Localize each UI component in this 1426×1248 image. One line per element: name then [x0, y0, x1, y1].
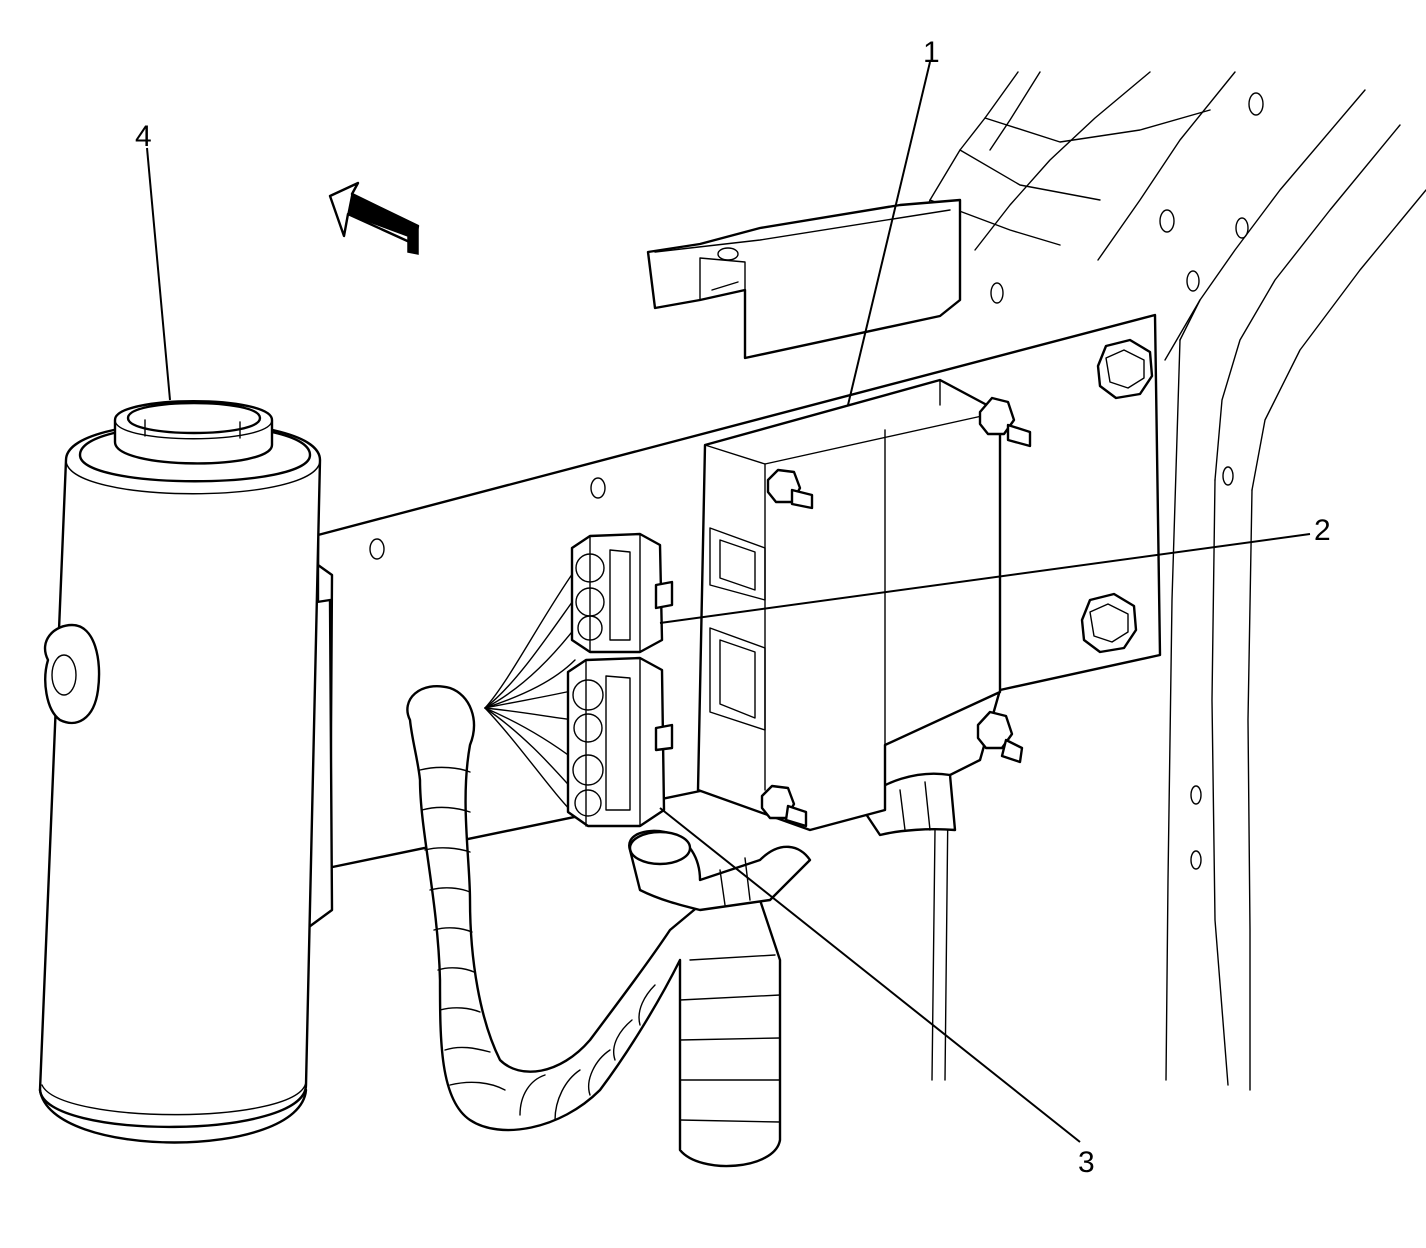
- leader-line-2: [659, 533, 1311, 624]
- module-fastener-4: [760, 784, 808, 828]
- callout-1: 1: [923, 36, 940, 69]
- leader-lines: [146, 61, 1311, 1143]
- callout-3: 3: [1078, 1146, 1095, 1179]
- leader-line-4: [146, 147, 171, 401]
- callout-4: 4: [135, 120, 152, 153]
- module-fastener-1: [766, 468, 814, 510]
- connector-wires: [484, 569, 576, 816]
- leader-line-1: [847, 61, 931, 406]
- connector-upper: [570, 532, 674, 654]
- module-fastener-3: [976, 710, 1024, 764]
- leader-line-3: [659, 807, 1081, 1143]
- callout-2: 2: [1314, 514, 1331, 547]
- connector-lower: [566, 656, 674, 828]
- module-fastener-2: [978, 396, 1032, 448]
- panel-bolt-lower: [1080, 592, 1138, 654]
- mounting-bracket: [646, 198, 962, 360]
- body-pillar: [911, 71, 1426, 1091]
- cylinder-component: [38, 400, 334, 1144]
- panel-bolt-upper: [1096, 338, 1154, 400]
- forward-direction-arrow-icon: [328, 181, 420, 255]
